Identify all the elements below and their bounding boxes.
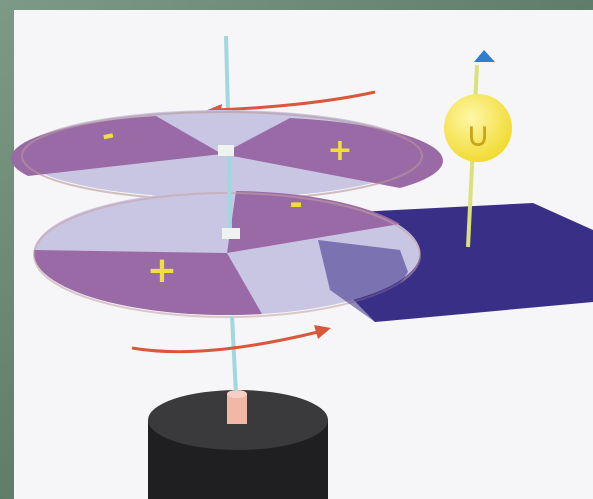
- motor-coupling: [227, 394, 247, 424]
- lower-disk-hub: [222, 228, 240, 239]
- lower-disk-minus-symbol: -: [289, 184, 302, 222]
- upper-disk-plus-symbol: +: [327, 133, 352, 168]
- central-shaft-middle: [229, 156, 230, 228]
- motor-base: [148, 390, 328, 499]
- lower-disk-plus-symbol: +: [147, 250, 177, 291]
- upper-disk-hub: [218, 145, 234, 156]
- indicator-face-symbol: ∪: [466, 115, 491, 155]
